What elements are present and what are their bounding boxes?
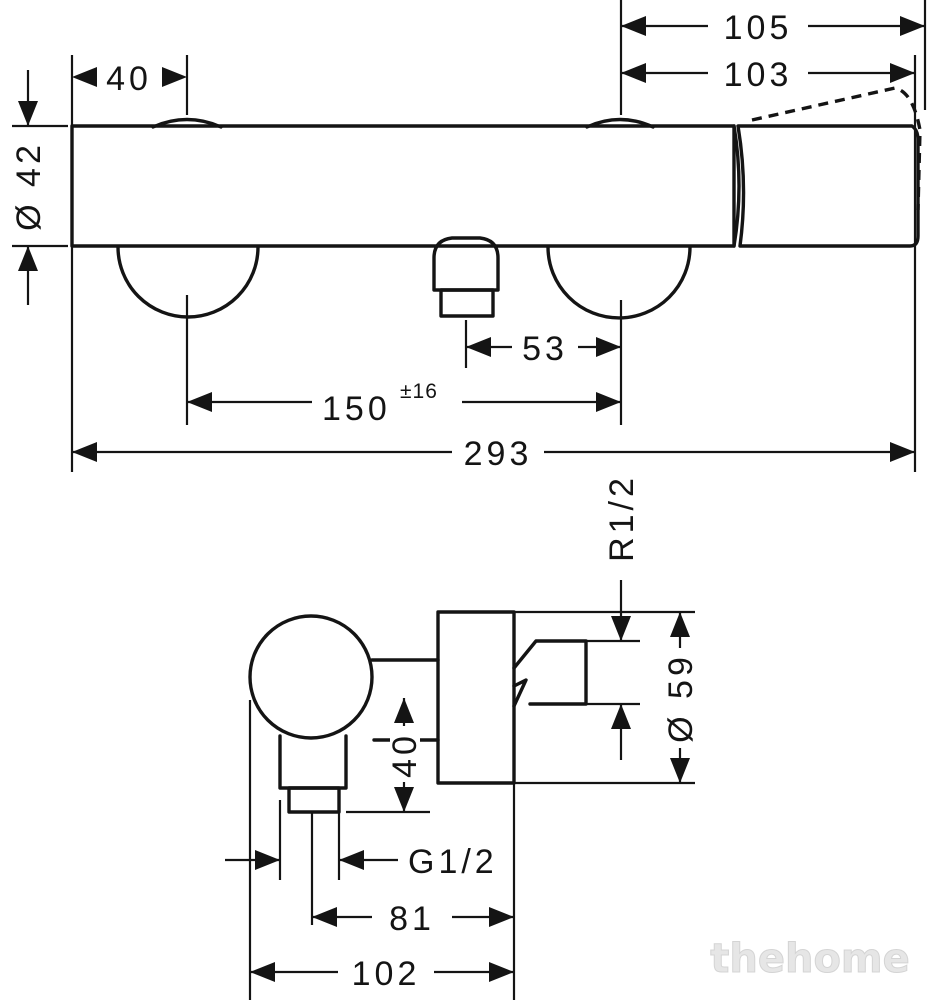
s-union-right: [546, 245, 692, 320]
nipple-detail: [512, 678, 528, 708]
side-body-circle: [248, 614, 374, 740]
dim-diameter-42-label: Ø 42: [10, 141, 48, 231]
mixer-body-front-view: [70, 86, 922, 320]
dim-150-tolerance: ±16: [400, 380, 438, 403]
thermostat-handle: [736, 124, 920, 248]
dim-diameter-59-label: Ø 59: [662, 653, 700, 743]
s-union-inlet: [278, 734, 348, 790]
dim-105-label: 105: [724, 9, 793, 47]
outlet-thread: [439, 288, 495, 318]
handle-gap: [732, 124, 741, 248]
top-view-dimensions: 105 103 40 Ø 42 53 150 ±16: [10, 0, 927, 473]
connector-bump-left: [151, 117, 223, 129]
dim-40-vertical-label: 40: [386, 732, 424, 778]
dim-40-left-label: 40: [106, 60, 152, 98]
dim-150-label: 150: [322, 390, 391, 428]
outlet-spout: [432, 236, 500, 292]
watermark-logo: thehome: [710, 936, 910, 982]
dim-r12-label: R1/2: [603, 474, 641, 562]
handle-rotation-outline: [751, 86, 922, 211]
dim-293-label: 293: [464, 435, 533, 473]
dim-103-label: 103: [724, 56, 793, 94]
wall-flange: [436, 610, 516, 785]
inlet-thread: [287, 786, 341, 814]
dim-102-label: 102: [352, 955, 421, 993]
wall-thread-nipple: [512, 639, 588, 706]
dim-g12-label: G1/2: [408, 843, 498, 881]
connector-bump-right: [585, 117, 655, 129]
dim-53-label: 53: [522, 330, 568, 368]
dim-81-label: 81: [389, 900, 435, 938]
side-view-dimensions: R1/2 Ø 59 40 G1/2 81 102: [225, 474, 700, 1000]
mixer-body: [70, 124, 736, 248]
